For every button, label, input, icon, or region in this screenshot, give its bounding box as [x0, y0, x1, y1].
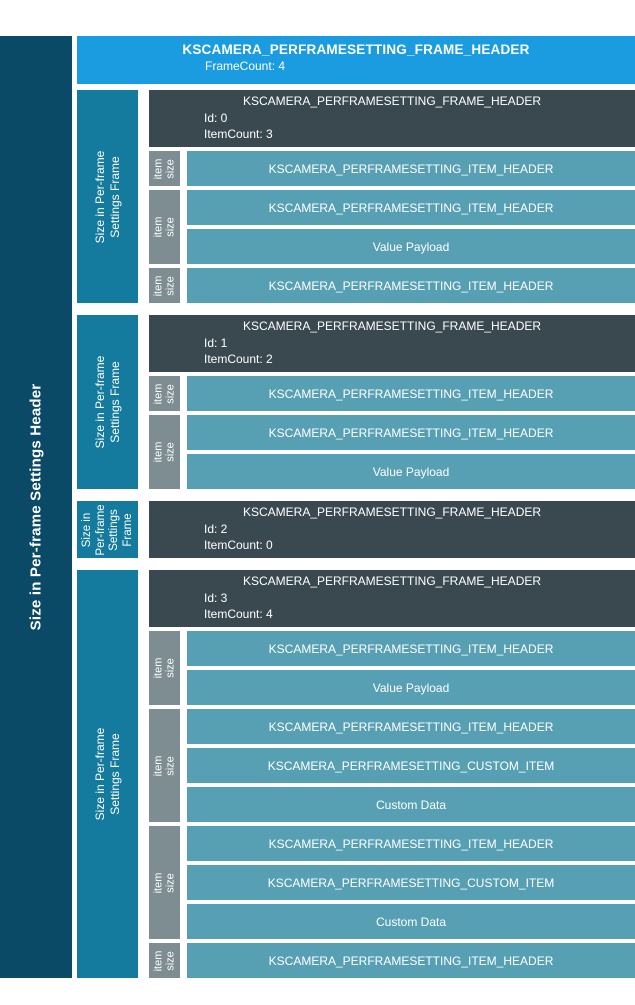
- custom-item-bar: KSCAMERA_PERFRAMESETTING_CUSTOM_ITEM: [187, 865, 635, 900]
- item-size-label: item size: [149, 268, 180, 303]
- frame-size-label-line: Frame: [121, 512, 133, 547]
- item-size-line: item: [152, 950, 164, 971]
- item-size-label: item size: [149, 151, 180, 186]
- value-payload-bar: Value Payload: [187, 670, 635, 705]
- frame-header-title: KSCAMERA_PERFRAMESETTING_FRAME_HEADER: [242, 574, 542, 588]
- item-size-line: size: [163, 950, 176, 971]
- item-size-text: item size: [152, 158, 176, 179]
- value-payload-bar: Value Payload: [187, 229, 635, 264]
- item-size-text: item size: [152, 441, 176, 463]
- frame-id: Id: 1: [204, 336, 228, 350]
- top-frame-header-framecount: FrameCount: 4: [205, 59, 286, 73]
- frame-size-label-1: Size in Per-frame Settings Frame: [77, 315, 138, 489]
- item-size-text: item size: [152, 872, 176, 893]
- item-size-text: item size: [152, 755, 176, 776]
- item-header-bar: KSCAMERA_PERFRAMESETTING_ITEM_HEADER: [187, 826, 635, 861]
- item-header-bar: KSCAMERA_PERFRAMESETTING_ITEM_HEADER: [187, 631, 635, 666]
- frame-size-label-line: Settings Frame: [107, 733, 122, 815]
- item-size-label: item size: [149, 709, 180, 822]
- frame-header-title: KSCAMERA_PERFRAMESETTING_FRAME_HEADER: [242, 94, 542, 108]
- frame-size-label-line: Per-frame: [94, 503, 106, 556]
- item-size-text: item size: [152, 950, 176, 971]
- frame-size-label-3: Size in Per-frame Settings Frame: [77, 570, 138, 978]
- custom-data-bar: Custom Data: [187, 787, 635, 822]
- item-size-line: size: [163, 442, 176, 462]
- frame-size-label-2: Size in Per-frame Settings Frame: [77, 501, 138, 558]
- frame-header-box-0: KSCAMERA_PERFRAMESETTING_FRAME_HEADER Id…: [149, 90, 635, 147]
- frame-item-count: ItemCount: 3: [204, 127, 273, 141]
- item-size-text: item size: [152, 657, 176, 679]
- item-size-text: item size: [152, 383, 176, 404]
- frame-id: Id: 0: [204, 111, 228, 125]
- frame-item-count: ItemCount: 2: [204, 352, 273, 366]
- item-header-bar: KSCAMERA_PERFRAMESETTING_ITEM_HEADER: [187, 709, 635, 744]
- item-size-line: item: [152, 383, 164, 404]
- item-header-bar: KSCAMERA_PERFRAMESETTING_ITEM_HEADER: [187, 943, 635, 978]
- frame-size-label-3-text: Size in Per-frame Settings Frame: [93, 728, 123, 821]
- frame-size-label-2-text: Size in Per-frame Settings Frame: [81, 504, 135, 555]
- item-size-label: item size: [149, 943, 180, 978]
- frame-size-label-line: Size in Per-frame: [92, 150, 107, 243]
- frame-id: Id: 3: [204, 591, 228, 605]
- top-frame-header-bar: KSCAMERA_PERFRAMESETTING_FRAME_HEADER Fr…: [77, 36, 635, 84]
- item-size-label: item size: [149, 376, 180, 411]
- item-size-line: size: [163, 158, 176, 179]
- top-frame-header-title: KSCAMERA_PERFRAMESETTING_FRAME_HEADER: [182, 42, 530, 57]
- settings-header-size-rail: Size in Per-frame Settings Header: [0, 36, 72, 978]
- frame-header-box-3: KSCAMERA_PERFRAMESETTING_FRAME_HEADER Id…: [149, 570, 635, 627]
- item-size-label: item size: [149, 826, 180, 939]
- item-size-line: item: [152, 872, 164, 893]
- item-size-label: item size: [149, 415, 180, 489]
- item-size-text: item size: [152, 275, 176, 296]
- frame-header-title: KSCAMERA_PERFRAMESETTING_FRAME_HEADER: [242, 505, 542, 519]
- custom-data-bar: Custom Data: [187, 904, 635, 939]
- item-size-line: size: [163, 383, 176, 404]
- frame-header-box-2: KSCAMERA_PERFRAMESETTING_FRAME_HEADER Id…: [149, 501, 635, 558]
- frame-size-label-line: Size in: [80, 512, 93, 547]
- frame-size-label-line: Size in Per-frame: [92, 727, 107, 821]
- item-size-line: size: [163, 872, 176, 893]
- frame-id: Id: 2: [204, 522, 228, 536]
- item-header-bar: KSCAMERA_PERFRAMESETTING_ITEM_HEADER: [187, 268, 635, 303]
- item-header-bar: KSCAMERA_PERFRAMESETTING_ITEM_HEADER: [187, 415, 635, 450]
- item-size-line: size: [163, 658, 176, 678]
- item-size-line: size: [163, 217, 176, 237]
- frame-header-box-1: KSCAMERA_PERFRAMESETTING_FRAME_HEADER Id…: [149, 315, 635, 372]
- frame-size-label-0: Size in Per-frame Settings Frame: [77, 90, 138, 303]
- item-size-line: item: [152, 755, 164, 776]
- item-size-line: item: [152, 216, 164, 238]
- frame-item-count: ItemCount: 4: [204, 607, 273, 621]
- item-header-bar: KSCAMERA_PERFRAMESETTING_ITEM_HEADER: [187, 376, 635, 411]
- frame-size-label-0-text: Size in Per-frame Settings Frame: [93, 150, 123, 243]
- frame-size-label-1-text: Size in Per-frame Settings Frame: [93, 356, 123, 449]
- item-size-line: item: [152, 158, 164, 179]
- item-size-label: item size: [149, 631, 180, 705]
- value-payload-bar: Value Payload: [187, 454, 635, 489]
- item-header-bar: KSCAMERA_PERFRAMESETTING_ITEM_HEADER: [187, 151, 635, 186]
- item-size-line: size: [163, 755, 176, 776]
- frame-size-label-line: Settings Frame: [107, 155, 122, 238]
- item-size-line: item: [152, 275, 164, 296]
- item-size-line: size: [163, 275, 176, 296]
- item-size-line: item: [152, 657, 164, 679]
- item-header-bar: KSCAMERA_PERFRAMESETTING_ITEM_HEADER: [187, 190, 635, 225]
- item-size-line: item: [152, 441, 164, 463]
- custom-item-bar: KSCAMERA_PERFRAMESETTING_CUSTOM_ITEM: [187, 748, 635, 783]
- settings-header-size-label: Size in Per-frame Settings Header: [27, 383, 45, 631]
- item-size-text: item size: [152, 216, 176, 238]
- frame-size-label-line: Settings: [107, 508, 120, 551]
- frame-header-title: KSCAMERA_PERFRAMESETTING_FRAME_HEADER: [242, 319, 542, 333]
- frame-size-label-line: Size in Per-frame: [92, 355, 107, 449]
- item-size-label: item size: [149, 190, 180, 264]
- frame-item-count: ItemCount: 0: [204, 538, 273, 552]
- frame-size-label-line: Settings Frame: [107, 361, 122, 443]
